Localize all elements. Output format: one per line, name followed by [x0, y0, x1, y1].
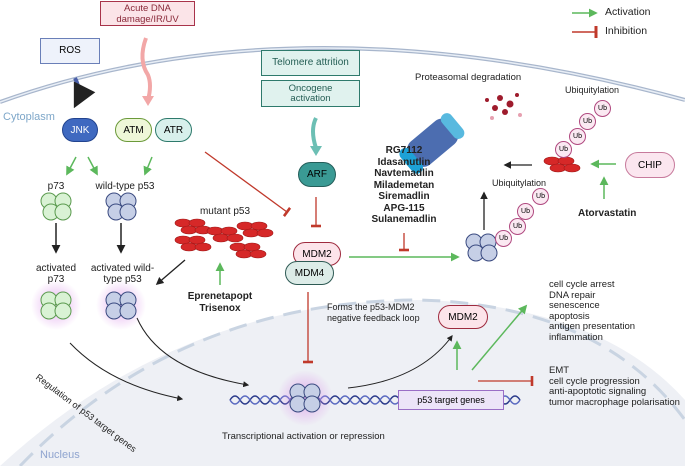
chip-pill: CHIP	[625, 152, 675, 178]
activated-p73-label: activated p73	[35, 263, 77, 285]
activated-wt-p53-tetramer	[105, 291, 137, 320]
ub-bead: Ub	[569, 128, 586, 145]
ubiquitylated-mutant-p53	[543, 156, 581, 173]
cytoplasm-label: Cytoplasm	[3, 111, 55, 123]
p73-label: p73	[47, 181, 65, 192]
mutant-p53-label: mutant p53	[199, 206, 251, 217]
mutant-p53-aggregates	[174, 218, 274, 259]
drug-milademetan: Milademetan	[373, 179, 435, 191]
outcome-item: tumor macrophage polarisation	[549, 396, 680, 408]
atr-pill: ATR	[155, 118, 192, 142]
outcome-item: DNA repair	[549, 289, 596, 301]
activated-wt-p53-label: activated wild-type p53	[90, 263, 155, 285]
mdm2-feedback-pill: MDM2	[438, 305, 488, 329]
atm-pill: ATM	[115, 118, 152, 142]
activated-p73-tetramer	[40, 291, 72, 320]
drug-idasanutlin: Idasanutlin	[377, 156, 431, 168]
ub-bead: Ub	[579, 113, 596, 130]
wild-type-p53-label: wild-type p53	[95, 181, 155, 192]
arf-arrow	[311, 117, 318, 149]
proteasomal-degradation-label: Proteasomal degradation	[415, 72, 522, 83]
outcome-item: apoptosis	[549, 310, 590, 322]
p53-target-genes-box: p53 target genes	[398, 390, 504, 410]
arf-pill: ARF	[298, 162, 336, 187]
proteasome-icon	[399, 113, 465, 174]
drug-sulanemadlin: Sulanemadlin	[371, 214, 437, 225]
dna-damage-box: Acute DNA damage/IR/UV	[100, 1, 195, 26]
outcome-item: cell cycle progression	[549, 375, 640, 387]
nuclear-envelope	[18, 298, 685, 466]
drug-siremadlin: Siremadlin	[378, 191, 430, 202]
dna-bound-p53-tetramer	[289, 383, 321, 413]
nucleus-region	[0, 300, 685, 466]
jnk-pill: JNK	[62, 118, 98, 142]
oncogene-activation-box: Oncogene activation	[261, 80, 360, 107]
ub-bead: Ub	[555, 141, 572, 158]
ros-box: ROS	[40, 38, 100, 64]
mdm2-inhibitor-drugs: RG7112 Idasanutlin Navtemadlin Milademet…	[364, 145, 444, 226]
drug-navtemadlin: Navtemadlin	[374, 168, 434, 179]
activated-outcomes-list: cell cycle arrest DNA repair senescence …	[549, 279, 636, 343]
drug-apg-115: APG-115	[383, 202, 425, 214]
outcome-item: antigen presentation	[549, 321, 636, 332]
drug-rg7112: RG7112	[385, 145, 423, 156]
wt-p53-tetramer	[105, 192, 137, 221]
ub-bead: Ub	[495, 230, 512, 247]
mutant-reactivator-drugs: Eprenetapopt Trisenox	[180, 291, 260, 315]
mdm4-pill: MDM4	[285, 261, 334, 285]
dna-damage-arrow	[140, 37, 152, 101]
outcome-item: EMT	[549, 365, 570, 376]
ubiquitylated-p53-tetramer	[465, 233, 498, 262]
feedback-loop-label: Forms the p53-MDM2 negative feedback loo…	[327, 302, 420, 323]
degraded-fragments	[485, 93, 522, 120]
legend-inhibition-label: Inhibition	[605, 25, 648, 37]
drug-eprenetapopt: Eprenetapopt	[187, 291, 253, 302]
inhibited-outcomes-list: EMT cell cycle progression anti-apoptoti…	[549, 365, 680, 408]
outcome-item: inflammation	[549, 331, 603, 343]
ros-arrow	[73, 77, 96, 109]
drug-trisenox: Trisenox	[199, 303, 241, 314]
outcome-item: anti-apoptotic signaling	[549, 386, 647, 397]
ub-bead: Ub	[509, 218, 526, 235]
ubiquitylation-mid-label: Ubiquitylation	[492, 178, 547, 188]
p73-tetramer	[40, 192, 72, 221]
ub-bead: Ub	[594, 100, 611, 117]
ubiquitylation-top-label: Ubiquitylation	[565, 85, 620, 95]
nucleus-label: Nucleus	[40, 449, 80, 461]
drug-atorvastatin: Atorvastatin	[578, 208, 637, 219]
ub-bead: Ub	[532, 188, 549, 205]
legend-activation-label: Activation	[605, 6, 651, 18]
outcome-item: senescence	[549, 300, 600, 311]
transcription-label: Transcriptional activation or repression	[222, 431, 385, 442]
telomere-attrition-box: Telomere attrition	[261, 50, 360, 76]
outcome-item: cell cycle arrest	[549, 279, 615, 290]
ub-bead: Ub	[517, 203, 534, 220]
